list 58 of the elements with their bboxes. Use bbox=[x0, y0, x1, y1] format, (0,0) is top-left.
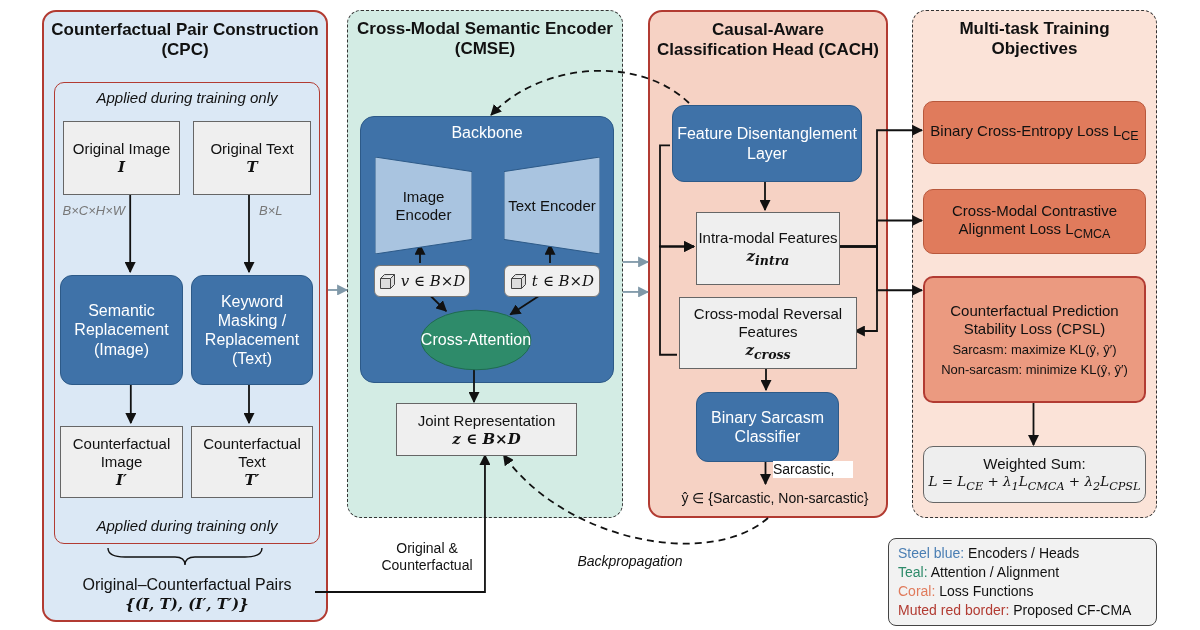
group-title: Multi-task Training Objectives bbox=[958, 19, 1111, 60]
data-box: Original Image I bbox=[63, 121, 180, 195]
group-title: Causal-Aware Classification Head (CACH) bbox=[656, 20, 880, 61]
attention-ellipse: Cross-Attention bbox=[420, 309, 532, 371]
process-box: Binary Sarcasm Classifier bbox=[696, 392, 839, 462]
group-panel bbox=[42, 10, 328, 622]
encoder-trapezoid: Text Encoder bbox=[504, 157, 600, 254]
legend-entry: Steel blue: Encoders / Heads bbox=[898, 544, 1081, 563]
data-box: Joint Representation z ∈ B×D bbox=[396, 403, 577, 456]
region-box bbox=[54, 82, 320, 544]
group-panel bbox=[912, 10, 1157, 518]
panel-title: Backbone bbox=[450, 123, 524, 143]
arrow bbox=[837, 245, 924, 296]
arrow bbox=[622, 256, 650, 268]
edge-label: Sarcastic, bbox=[773, 461, 853, 478]
text-label: ŷ ∈ {Sarcastic, Non-sarcastic} bbox=[664, 486, 886, 510]
data-box: Cross-modal Reversal Features z$_{cross}$ bbox=[679, 297, 857, 369]
dashed-arrow bbox=[490, 70, 690, 116]
group-title: Counterfactual Pair Construction (CPC) bbox=[50, 20, 320, 61]
arrow bbox=[760, 366, 772, 392]
arrow bbox=[428, 294, 448, 312]
encoder-trapezoid: Image Encoder bbox=[375, 157, 472, 254]
vector-label: t ∈ B×D bbox=[531, 272, 595, 290]
data-box: Counterfactual Image I′ bbox=[60, 426, 183, 498]
arrow bbox=[1028, 401, 1039, 447]
data-box: Counterfactual Text T′ bbox=[191, 426, 313, 498]
arrow bbox=[760, 459, 771, 486]
dashed-arrow bbox=[502, 454, 769, 545]
note-text: Applied during training only bbox=[95, 89, 279, 107]
loss-box: Cross-Modal Contrastive Alignment Loss L$_{CMCA}$ bbox=[923, 189, 1146, 254]
legend-entry: Muted red border: Proposed CF-CMA bbox=[898, 601, 1133, 620]
process-box: Keyword Masking / Replacement (Text) bbox=[191, 275, 313, 385]
loss-box: Binary Cross-Entropy Loss L$_{CE}$ bbox=[923, 101, 1146, 164]
vector-box bbox=[374, 265, 470, 297]
data-box: Original Text T bbox=[193, 121, 311, 195]
group-panel bbox=[347, 10, 623, 518]
arrow bbox=[314, 453, 491, 593]
dimension-label: B×C×H×W bbox=[62, 203, 125, 219]
backbone-panel bbox=[360, 116, 614, 383]
arrow bbox=[759, 179, 771, 212]
dimension-label: B×L bbox=[259, 203, 283, 219]
sum-box: Weighted Sum: L = L$_{CE}$ + λ$_{1}$L$_{CMCA}$ + λ$_{2}$L$_{CPSL}$ bbox=[923, 446, 1146, 503]
vector-box bbox=[504, 265, 600, 297]
process-box: Feature Disentanglement Layer bbox=[672, 105, 862, 182]
arrow bbox=[622, 286, 650, 298]
arrow bbox=[659, 241, 696, 356]
group-title: Cross-Modal Semantic Encoder (CMSE) bbox=[356, 19, 614, 60]
process-box: Semantic Replacement (Image) bbox=[60, 275, 183, 385]
arrow bbox=[468, 368, 480, 404]
legend-entry: Coral: Loss Functions bbox=[898, 582, 1035, 601]
vector-label: v ∈ B×D bbox=[400, 272, 466, 290]
text-label: Original–Counterfactual Pairs {(I, T), (I′, T′)} bbox=[57, 568, 317, 620]
legend-entry: Teal: Attention / Alignment bbox=[898, 563, 1061, 582]
data-box: Intra-modal Features z$_{intra}$ bbox=[696, 212, 840, 285]
loss-box: Counterfactual Prediction Stability Loss (CPSL) Sarcasm: maximize KL(ŷ, ŷ′) Non-sarcasm: minimize KL(ŷ, ŷ′) bbox=[923, 276, 1146, 403]
group-panel bbox=[648, 10, 888, 518]
note-text: Applied during training only bbox=[95, 517, 279, 535]
arrow bbox=[327, 284, 349, 296]
